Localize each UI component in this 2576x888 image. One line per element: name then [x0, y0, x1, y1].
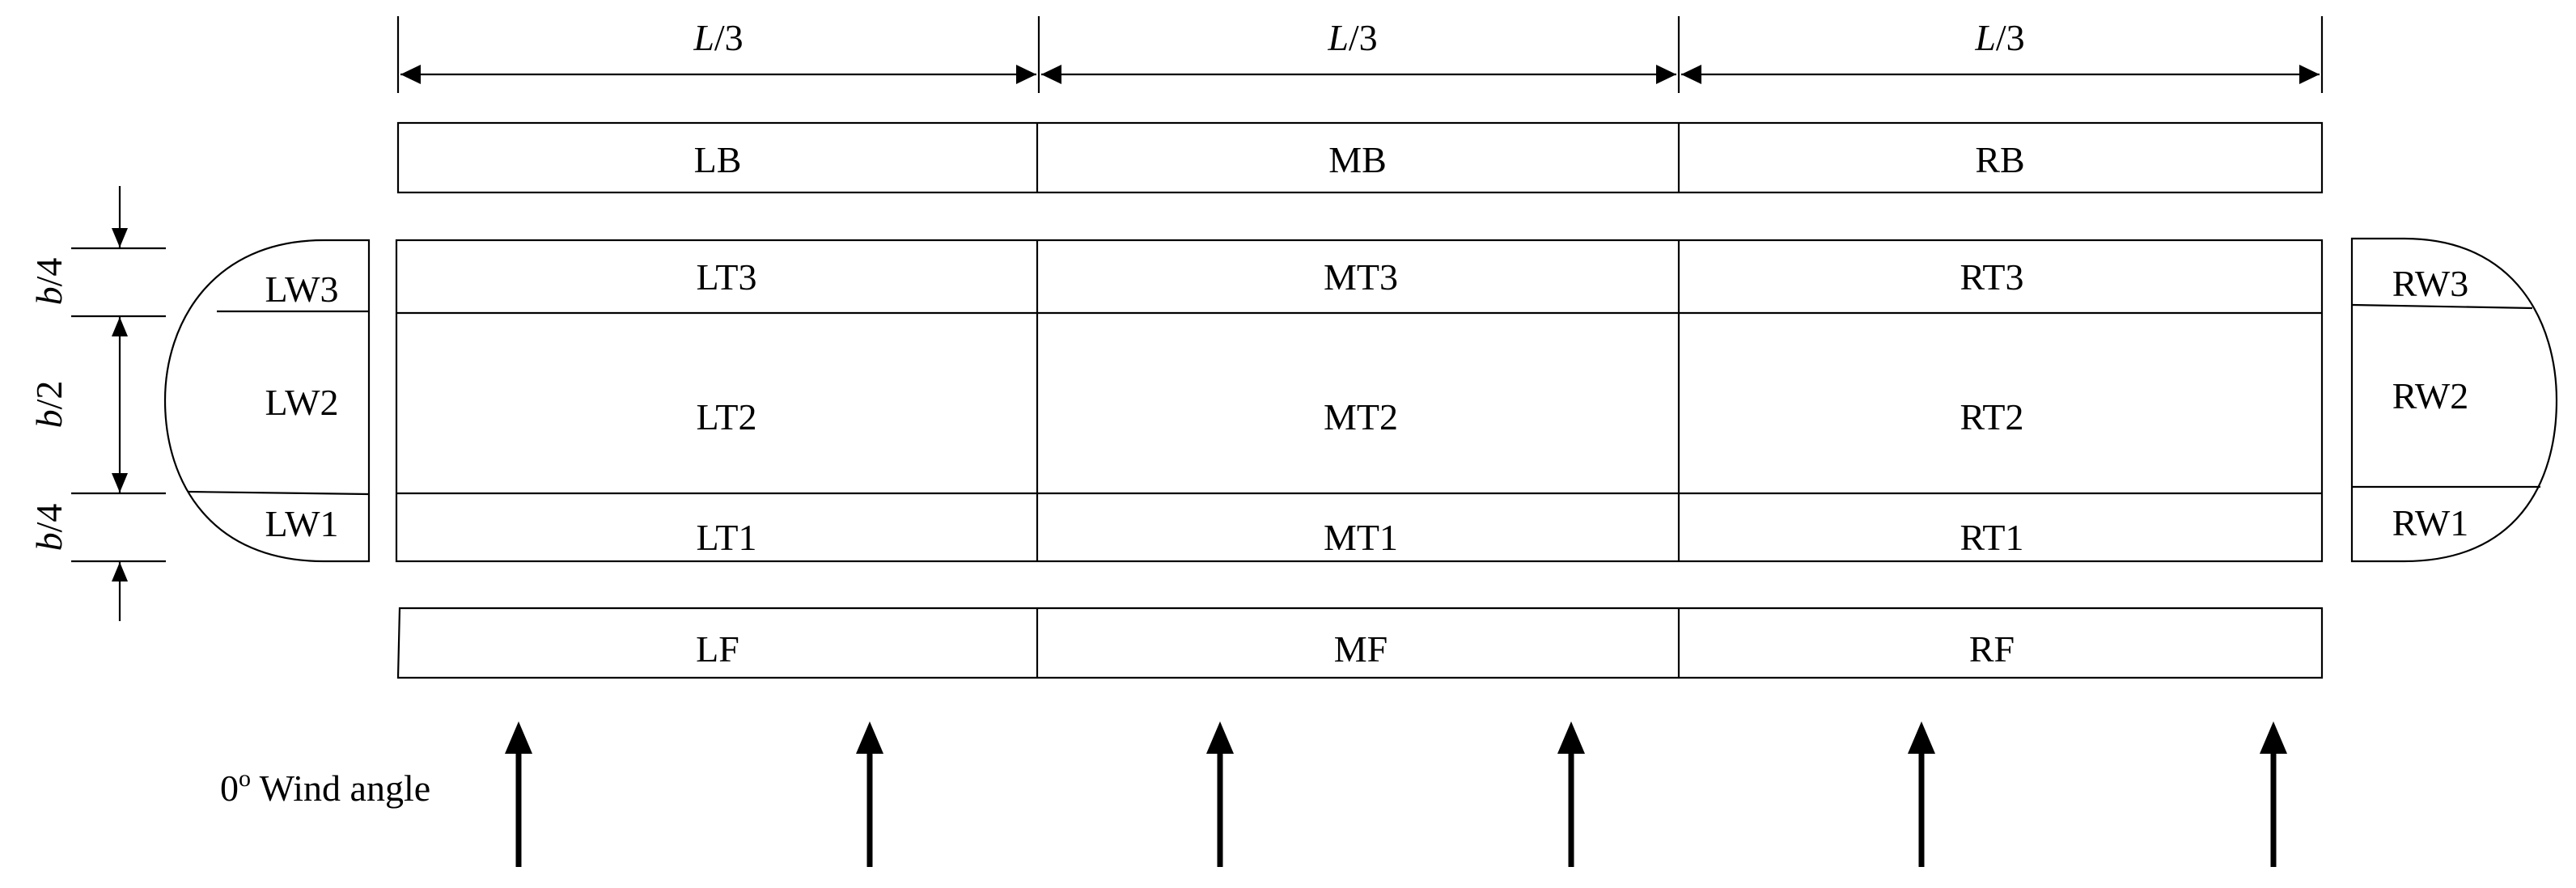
panel-lt3: LT3	[697, 256, 757, 298]
wind-angle-label: 0o Wind angle	[220, 765, 430, 809]
panel-lf: LF	[696, 628, 739, 670]
dim-label-right: L/3	[1974, 17, 2024, 58]
panel-lw1: LW1	[265, 503, 338, 544]
wind-angle-text: Wind angle	[251, 767, 430, 809]
wind-arrow	[856, 721, 883, 867]
dim-label-left: L/3	[693, 17, 743, 58]
left-end: LW3 LW2 LW1	[163, 239, 371, 563]
dim-label-b4-top: b/4	[28, 258, 70, 306]
width-dimension: b/4 b/2 b/4	[28, 186, 166, 621]
panel-lw3: LW3	[265, 269, 338, 310]
panel-rt2: RT2	[1960, 396, 2023, 438]
top-deck: LT3 MT3 RT3 LT2 MT2 RT2 LT1 MT1 RT1	[395, 239, 2324, 563]
wind-arrow	[1557, 721, 1585, 867]
panel-rt3: RT3	[1960, 256, 2023, 298]
panel-lw2: LW2	[265, 382, 338, 423]
wind-arrow	[505, 721, 532, 867]
back-row: LB MB RB	[396, 121, 2324, 194]
wind-indicator: 0o Wind angle	[220, 721, 2287, 867]
panel-rw2: RW2	[2392, 375, 2469, 417]
dim-label-b2: b/2	[28, 381, 70, 429]
panel-rw1: RW1	[2392, 502, 2469, 543]
panel-mb: MB	[1328, 139, 1387, 180]
panel-lt2: LT2	[697, 396, 757, 438]
panel-rb: RB	[1975, 139, 2024, 180]
dim-label-middle: L/3	[1327, 17, 1377, 58]
panel-rf: RF	[1969, 628, 2015, 670]
right-end: RW3 RW2 RW1	[2350, 237, 2558, 563]
dimension-arrows	[400, 65, 2320, 84]
wind-arrow	[1206, 721, 1234, 867]
wind-angle-unit: o	[239, 765, 251, 792]
panel-mt2: MT2	[1324, 396, 1398, 438]
panel-mt3: MT3	[1324, 256, 1398, 298]
wind-angle-value: 0	[220, 767, 239, 809]
panel-mf: MF	[1334, 628, 1388, 670]
panel-lb: LB	[694, 139, 742, 180]
panel-rt1: RT1	[1960, 517, 2023, 558]
front-row: LF MF RF	[396, 607, 2324, 679]
wind-arrow	[1908, 721, 1935, 867]
wind-arrows	[505, 721, 2287, 867]
panel-rw3: RW3	[2392, 263, 2469, 304]
length-dimension: L/3 L/3 L/3	[396, 16, 2324, 93]
dim-label-left-rest: /3	[714, 17, 744, 58]
panel-mt1: MT1	[1324, 517, 1398, 558]
dim-label-b4-bottom: b/4	[28, 504, 70, 552]
panel-lt1: LT1	[697, 517, 757, 558]
wind-arrow	[2260, 721, 2287, 867]
